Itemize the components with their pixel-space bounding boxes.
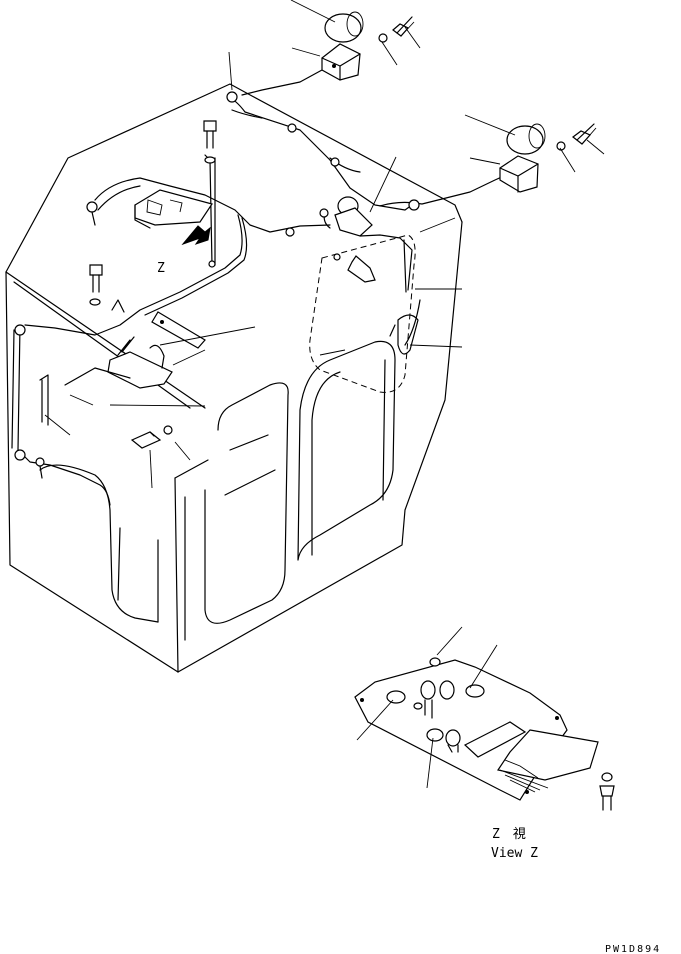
bolt-right-lamp [556,123,597,151]
bolt-upper-vertical [203,120,217,164]
view-marker-z: Z [157,261,165,276]
bolt-view-z [599,772,615,811]
work-lamp-left [321,11,364,81]
bolt-wiper [333,253,376,283]
drawing-code: PW1D894 [605,944,661,954]
bracket-plate [151,311,206,349]
cab-body [5,83,463,673]
bolt-lower-vertical [89,264,103,306]
relay-assembly [39,299,173,426]
view-z-title-jp: Z 視 [492,827,526,842]
wiring-harness [11,96,511,506]
work-lamp-right [499,123,546,193]
lamp-left-cable [241,69,323,96]
clip-screws [130,425,173,449]
wiper-motor [319,196,420,355]
view-z-title-en: View Z [491,846,538,861]
harness-clips [14,123,340,479]
view-z-arrow-icon [181,225,211,246]
leader-lines [44,0,605,789]
control-box [134,189,213,229]
bolt-left-lamp [378,16,415,43]
view-z-panel [354,657,599,801]
